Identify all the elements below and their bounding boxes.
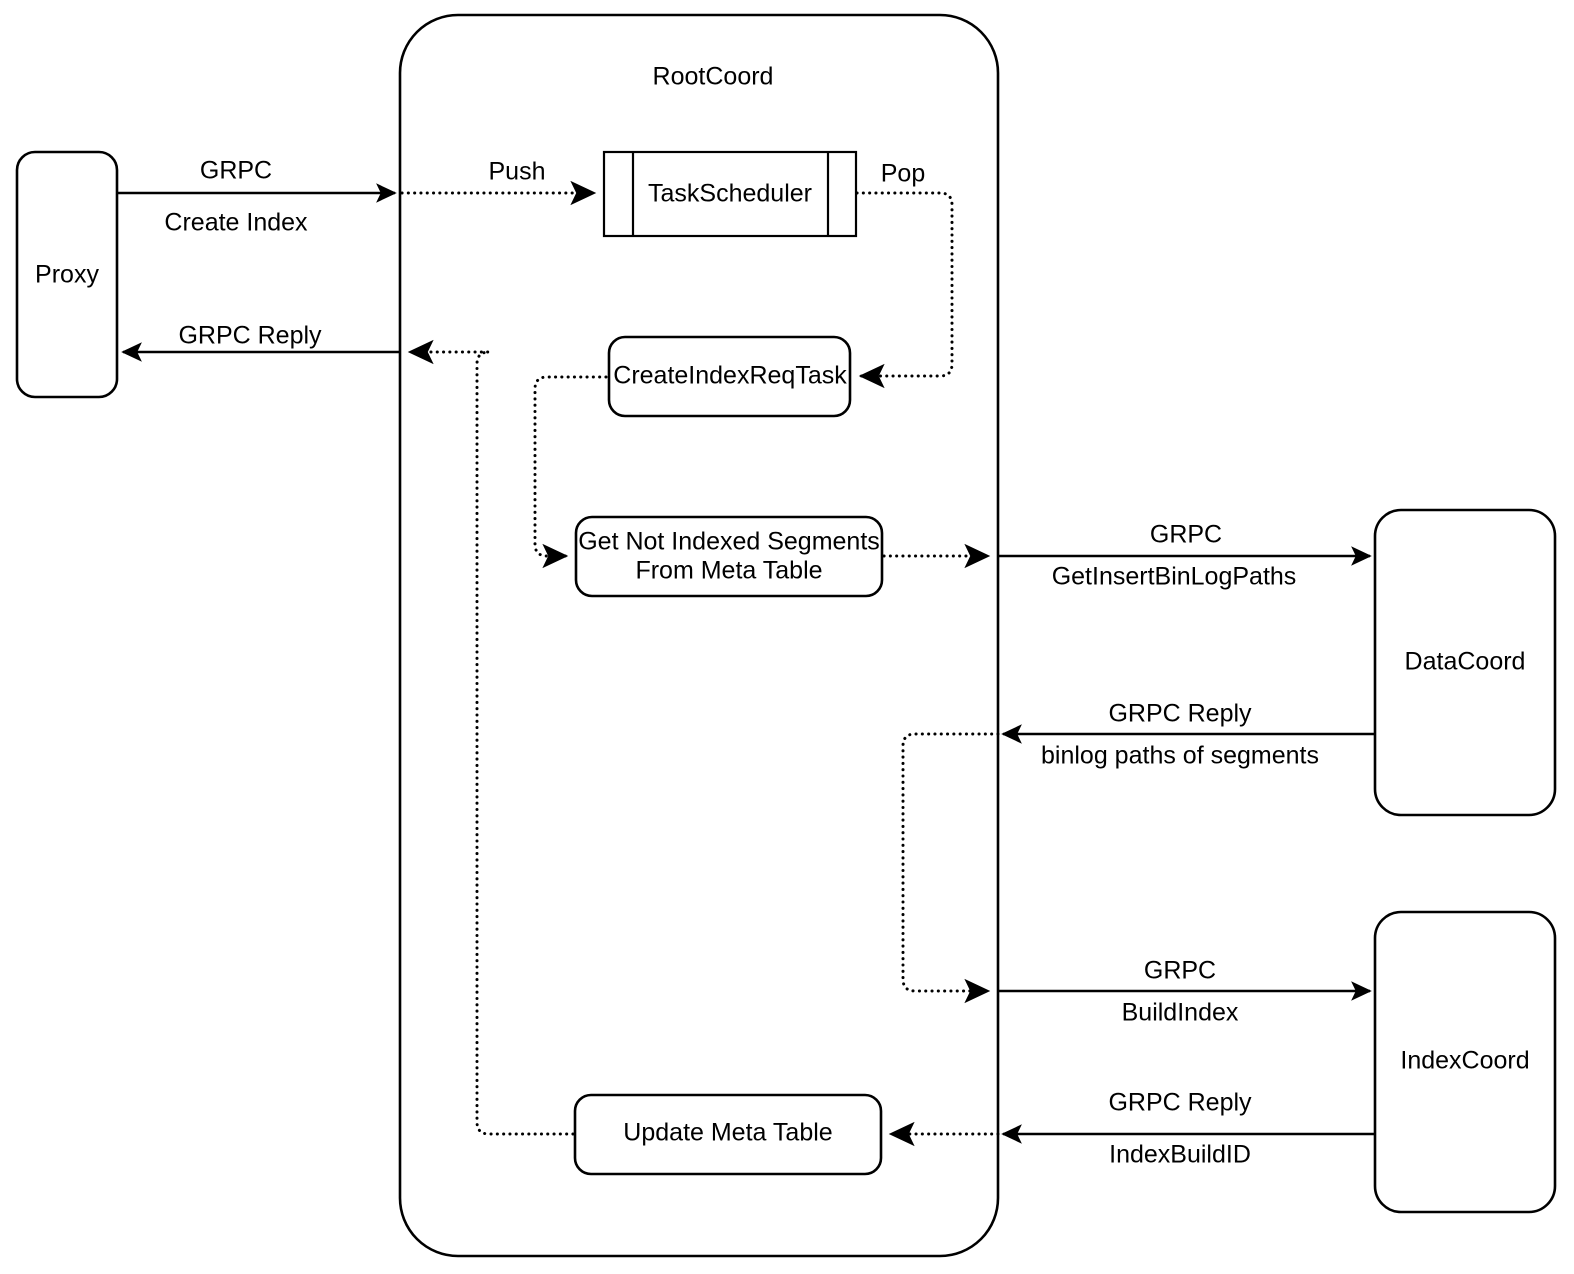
rootcoord-container bbox=[398, 13, 1000, 1258]
node-update-meta-table[interactable] bbox=[573, 1093, 883, 1176]
rootcoord-title: RootCoord bbox=[653, 63, 774, 91]
node-task-scheduler-label: TaskScheduler bbox=[648, 180, 812, 208]
edge-push-label: Push bbox=[489, 158, 546, 186]
node-index-coord-label: IndexCoord bbox=[1400, 1047, 1529, 1075]
node-task-scheduler[interactable] bbox=[602, 150, 858, 238]
node-create-index-req-task[interactable] bbox=[607, 335, 852, 418]
edge-rootcoord-to-proxy-label: GRPC Reply bbox=[178, 322, 322, 350]
node-create-index-req-task-label: CreateIndexReqTask bbox=[613, 362, 847, 390]
node-get-not-indexed-segments-label-line1: Get Not Indexed Segments bbox=[578, 528, 880, 556]
edge-proxy-to-rootcoord-label-line2: Create Index bbox=[164, 209, 308, 237]
edge-update-meta-table-to-reply bbox=[407, 339, 575, 1136]
node-proxy[interactable] bbox=[15, 150, 119, 399]
edge-rootcoord-to-datacoord-label-line1: GRPC bbox=[1150, 521, 1222, 549]
node-data-coord[interactable] bbox=[1373, 508, 1557, 817]
edge-rootcoord-to-indexcoord-label-line1: GRPC bbox=[1144, 957, 1216, 985]
edge-indexcoord-to-rootcoord-label-line2: IndexBuildID bbox=[1109, 1141, 1251, 1169]
edge-rootcoord-to-datacoord-label-line2: GetInsertBinLogPaths bbox=[1052, 563, 1297, 591]
edge-pop bbox=[855, 191, 954, 389]
edge-internal-bridge-datacoord-to-indexcoord bbox=[901, 732, 1000, 1004]
node-data-coord-label: DataCoord bbox=[1405, 648, 1526, 676]
edge-pop-label: Pop bbox=[881, 160, 925, 188]
edge-rootcoord-to-indexcoord-label-line2: BuildIndex bbox=[1122, 999, 1239, 1027]
edge-indexcoord-to-rootcoord-label-line1: GRPC Reply bbox=[1108, 1089, 1252, 1117]
edge-task-to-get-segments bbox=[533, 375, 608, 569]
node-get-not-indexed-segments-label-line2: From Meta Table bbox=[635, 557, 822, 585]
edge-proxy-to-rootcoord-label-line1: GRPC bbox=[200, 157, 272, 185]
edge-datacoord-to-rootcoord-label-line1: GRPC Reply bbox=[1108, 700, 1252, 728]
node-index-coord[interactable] bbox=[1373, 910, 1557, 1214]
edge-datacoord-to-rootcoord-label-line2: binlog paths of segments bbox=[1041, 742, 1319, 770]
node-get-not-indexed-segments[interactable] bbox=[574, 515, 884, 598]
node-update-meta-table-label: Update Meta Table bbox=[623, 1119, 832, 1147]
node-proxy-label: Proxy bbox=[35, 261, 99, 289]
